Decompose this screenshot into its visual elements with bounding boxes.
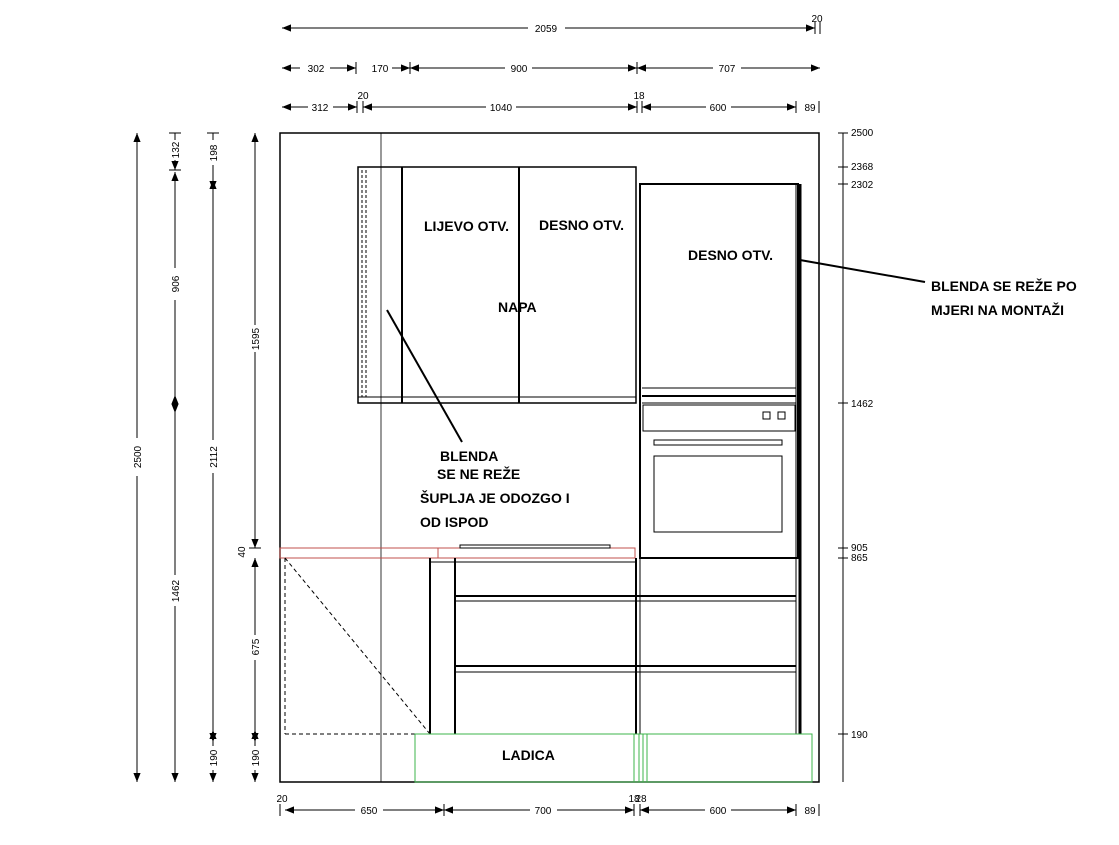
dim-bottom-20: 20 (276, 794, 288, 805)
level-2302: 2302 (851, 180, 874, 191)
dim-top-312: 312 (312, 103, 329, 114)
right-level-values: 2500 2368 2302 1462 905 865 190 (851, 128, 874, 741)
dim-top-170: 170 (372, 64, 389, 75)
cabinet-labels: LIJEVO OTV. DESNO OTV. NAPA DESNO OTV. B… (420, 217, 1077, 763)
corner-void (284, 557, 431, 735)
level-865: 865 (851, 553, 868, 564)
level-2368: 2368 (851, 162, 874, 173)
dim-left-198: 198 (209, 144, 220, 161)
dim-bottom-89: 89 (804, 806, 816, 817)
top-dimension-lines (282, 22, 821, 113)
label-blenda-right-1: BLENDA SE REŽE PO (931, 277, 1077, 294)
label-napa: NAPA (498, 299, 537, 315)
leader-left (386, 309, 463, 443)
level-905: 905 (851, 543, 868, 554)
dim-left-190a: 190 (209, 749, 220, 766)
dim-left-675: 675 (251, 638, 262, 655)
upper-cabinets (357, 166, 637, 404)
label-desno-otv-upper: DESNO OTV. (539, 217, 624, 233)
label-blenda-left-1: BLENDA (440, 448, 498, 464)
dim-bottom-28: 28 (635, 794, 647, 805)
dim-top-18: 18 (633, 91, 645, 102)
left-dimension-lines (133, 132, 261, 782)
dim-overall-offset: 20 (811, 14, 823, 25)
bottom-dimension-values: 20 650 700 18 28 600 89 (276, 794, 816, 817)
dim-left-2112: 2112 (209, 446, 220, 468)
bottom-dimension-lines (279, 804, 820, 816)
oven-knob-icon (777, 411, 786, 420)
dim-left-906: 906 (171, 275, 182, 292)
dim-bottom-700: 700 (535, 806, 552, 817)
worktop (279, 544, 636, 559)
label-desno-otv-tall: DESNO OTV. (688, 247, 773, 263)
label-blenda-left-2: SE NE REŽE (437, 465, 520, 482)
level-2500: 2500 (851, 128, 874, 139)
dim-top-900: 900 (511, 64, 528, 75)
tall-cabinet (639, 183, 802, 734)
dim-bottom-650: 650 (361, 806, 378, 817)
dim-bottom-18: 18 (628, 794, 640, 805)
label-blenda-left-3: ŠUPLJA JE ODOZGO I (420, 489, 570, 506)
label-lijevo-otv: LIJEVO OTV. (424, 218, 509, 234)
leader-right (799, 259, 926, 283)
dim-top-600: 600 (710, 103, 727, 114)
oven (642, 404, 796, 533)
dim-left-1595: 1595 (251, 327, 262, 350)
dim-left-2500: 2500 (133, 445, 144, 468)
right-level-lines (838, 132, 848, 782)
top-dimension-values: 2059 20 302 170 900 707 312 20 1040 18 6… (308, 14, 823, 114)
dim-top-20: 20 (357, 91, 369, 102)
plinth-drawer (414, 733, 813, 783)
left-dimension-values: 2500 132 906 1462 198 2112 190 1595 40 6… (133, 141, 262, 766)
dim-top-302: 302 (308, 64, 325, 75)
level-190: 190 (851, 730, 868, 741)
dim-overall-width: 2059 (535, 24, 558, 35)
label-blenda-right-2: MJERI NA MONTAŽI (931, 301, 1064, 318)
label-ladica: LADICA (502, 747, 555, 763)
dim-top-89: 89 (804, 103, 816, 114)
dim-top-1040: 1040 (490, 103, 513, 114)
level-1462: 1462 (851, 399, 874, 410)
dim-left-190b: 190 (251, 749, 262, 766)
label-blenda-left-4: OD ISPOD (420, 514, 488, 530)
dim-left-40: 40 (237, 546, 248, 558)
dim-left-132: 132 (171, 141, 182, 158)
dim-bottom-600: 600 (710, 806, 727, 817)
oven-knob-icon (762, 411, 771, 420)
base-cabinets (429, 558, 796, 734)
dim-top-707: 707 (719, 64, 736, 75)
dim-left-1462: 1462 (171, 579, 182, 602)
